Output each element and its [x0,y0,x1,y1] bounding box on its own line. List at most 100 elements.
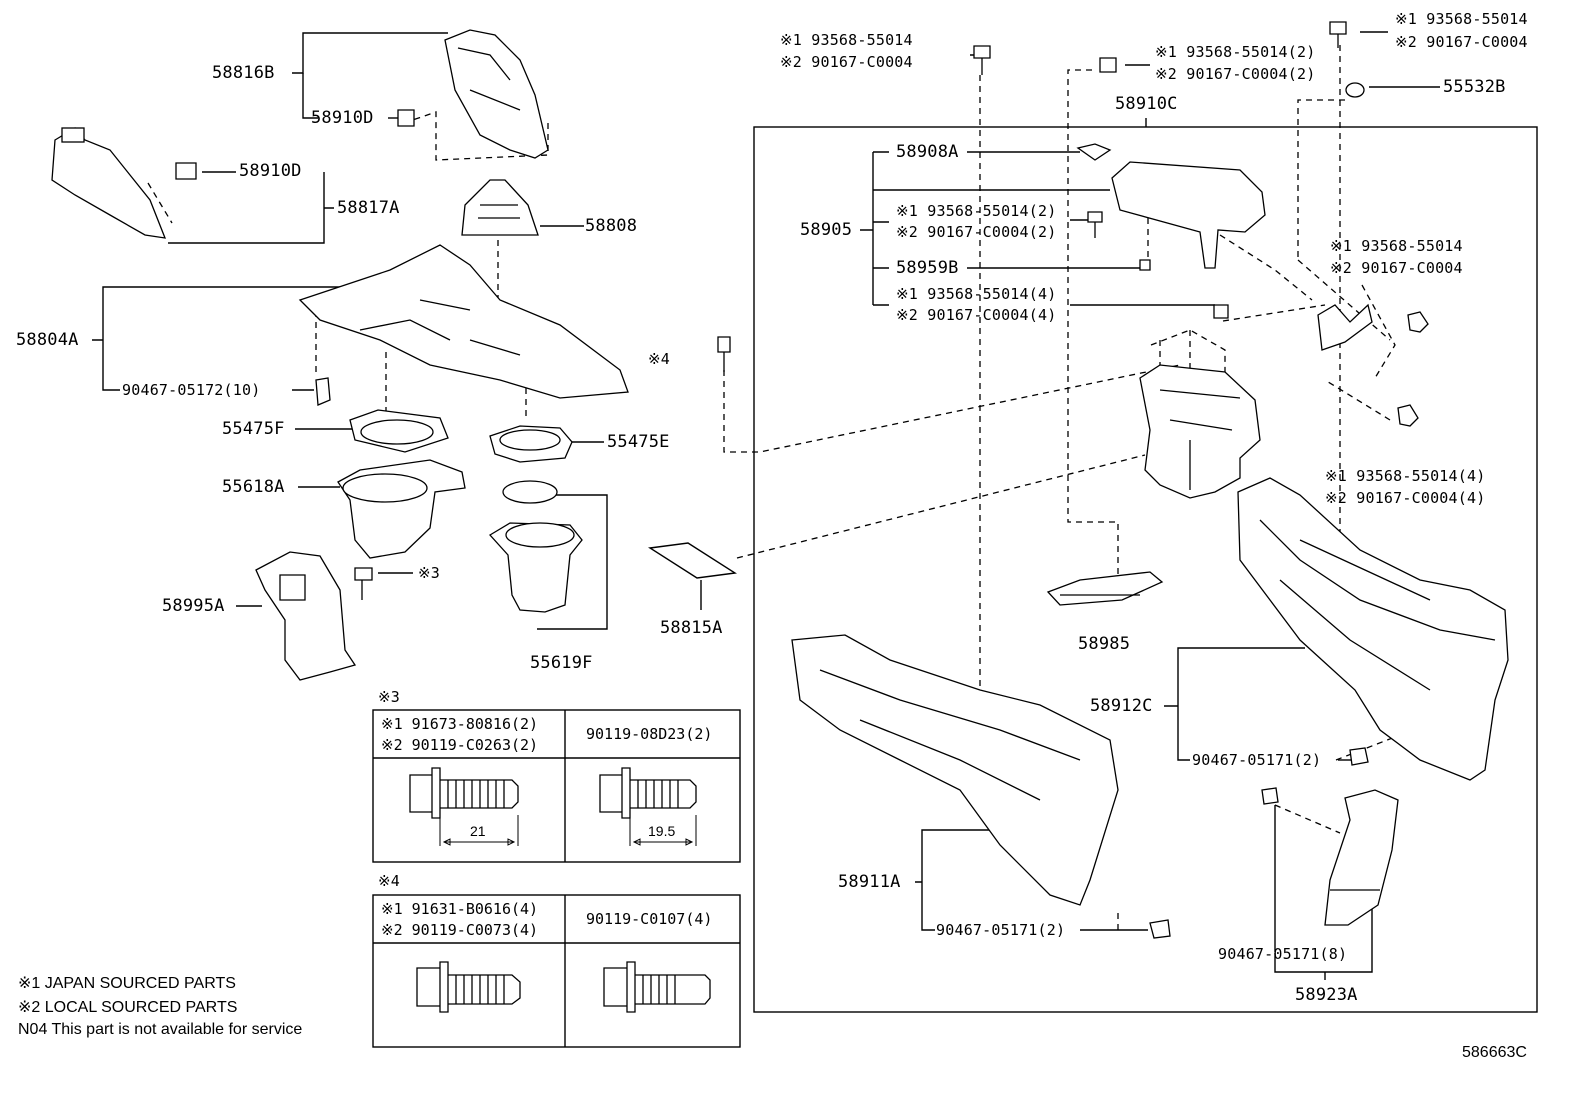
part-bracket-right [1317,303,1373,351]
callout-90467-05171-a: 90467-05171(2) [936,921,1066,939]
callout-58817A: 58817A [337,198,400,218]
table4-left-2: ※2 90119-C0073(4) [381,921,539,939]
ref-inner-a-2: ※2 90167-C0004(2) [896,223,1057,241]
legend-japan: ※1 JAPAN SOURCED PARTS [18,975,236,992]
part-58905-lid [1111,161,1266,269]
ref-right-mid-2: ※2 90167-C0004 [1330,259,1463,277]
bolt-mark4 [717,336,731,372]
callout-58910C: 58910C [1115,94,1178,114]
leader-58923A [1274,905,1373,980]
callout-55532B: 55532B [1443,77,1506,97]
part-58908A [1076,143,1112,161]
leader-58804A [92,286,435,391]
callout-58910D-a: 58910D [311,108,374,128]
table4-right: 90119-C0107(4) [586,910,713,928]
bolt-top-right [1329,21,1347,48]
bolt-icon-t4-right [603,961,711,1013]
ref-right-low-2: ※2 90167-C0004(4) [1325,489,1486,507]
leader-58817A [168,172,334,244]
table3-left-1: ※1 91673-80816(2) [381,715,539,733]
callout-58910D-b: 58910D [239,161,302,181]
ref-top-center-1: ※1 93568-55014 [780,31,913,49]
bolt-top-center [973,45,991,75]
callout-58816B: 58816B [212,63,275,83]
sticker-58815A [648,542,737,579]
part-58808 [461,179,539,236]
callout-55475F: 55475F [222,419,285,439]
part-58804A [298,244,629,399]
callout-58815A: 58815A [660,618,723,638]
callout-58911A: 58911A [838,872,901,892]
table4-title: ※4 [378,872,400,890]
table4-frame [372,894,741,1048]
part-55532B [1345,82,1365,98]
ref-top-center-2: ※2 90167-C0004 [780,53,913,71]
callout-58808: 58808 [585,216,638,236]
callout-58985: 58985 [1078,634,1131,654]
clip-90467-05171-a [1149,919,1171,939]
callout-58959B: 58959B [896,258,959,278]
part-58910C-box [1139,364,1261,499]
ref-top-mid-1: ※1 93568-55014(2) [1155,43,1316,61]
bolt-mark3 [354,567,373,600]
table3-left-2: ※2 90119-C0263(2) [381,736,539,754]
table3-frame [372,709,741,863]
clip-90467-05171-b [1349,747,1369,766]
callout-58804A: 58804A [16,330,79,350]
leader-58912C [1164,647,1305,761]
bolt-icon-t3-right [599,767,697,819]
ref-inner-b-2: ※2 90167-C0004(4) [896,306,1057,324]
dim-19-5: 19.5 [648,823,676,839]
legend-local: ※2 LOCAL SOURCED PARTS [18,999,238,1016]
dim-line-19-5 [629,815,697,846]
bolt-right-mid [1407,311,1429,333]
table3-right: 90119-08D23(2) [586,725,713,743]
legend-n04: N04 This part is not available for servi… [18,1021,303,1038]
dim-line-21 [439,815,519,846]
callout-58995A: 58995A [162,596,225,616]
callout-58905: 58905 [800,220,853,240]
bolt-inner-b [1213,304,1229,319]
callout-55475E: 55475E [607,432,670,452]
ref-right-mid-1: ※1 93568-55014 [1330,237,1463,255]
bolt-right-low [1397,404,1419,427]
ref-top-right-1: ※1 93568-55014 [1395,10,1528,28]
part-58911A [791,634,1119,906]
clip-58959B [1139,259,1151,271]
nut-top-mid [1099,57,1117,73]
callout-55618A: 55618A [222,477,285,497]
callout-58912C: 58912C [1090,696,1153,716]
ref-right-low-1: ※1 93568-55014(4) [1325,467,1486,485]
bolt-inner-a [1087,211,1103,238]
part-58923A [1324,789,1399,926]
bolt-icon-t4-left [416,961,521,1013]
leader-58911A [915,829,993,931]
callout-58923A: 58923A [1295,985,1358,1005]
clip-58910D-b [175,162,197,180]
ref-top-mid-2: ※2 90167-C0004(2) [1155,65,1316,83]
callout-mark3: ※3 [418,564,440,582]
callout-90467-05172: 90467-05172(10) [122,381,261,399]
table4-left-1: ※1 91631-B0616(4) [381,900,539,918]
ref-inner-b-1: ※1 93568-55014(4) [896,285,1057,303]
leader-58910D-a [302,73,318,119]
callout-58908A: 58908A [896,142,959,162]
clip-90467-05171-c [1261,787,1279,805]
part-58816B [444,29,549,159]
leader-55619F [537,494,608,630]
clip-90467-05172 [315,377,331,406]
dim-21: 21 [470,823,486,839]
callout-90467-05171-c: 90467-05171(8) [1218,945,1348,963]
ref-inner-a-1: ※1 93568-55014(2) [896,202,1057,220]
figure-id: 586663C [1462,1044,1527,1061]
leader-58905 [860,151,1110,306]
part-55619F-ring [502,480,558,504]
table3-title: ※3 [378,688,400,706]
leader-58816B [292,32,448,74]
part-58995A [255,551,357,681]
callout-mark4: ※4 [648,350,670,368]
clip-58910D-a [397,109,415,127]
callout-55619F: 55619F [530,653,593,673]
part-58985 [1046,571,1164,606]
